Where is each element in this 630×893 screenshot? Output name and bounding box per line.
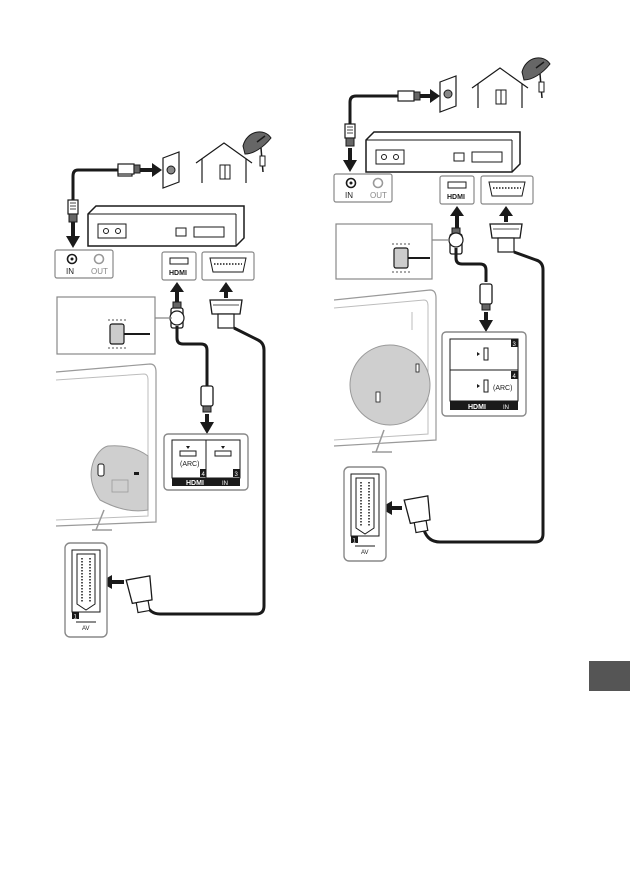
satellite-dish-icon-left	[242, 131, 272, 173]
antenna-cable-right	[348, 94, 426, 124]
arrow-icon	[450, 206, 464, 216]
scart-av-right: AV	[361, 550, 369, 556]
arrow-icon	[343, 160, 357, 172]
hdmi-cable-left	[175, 326, 209, 386]
hdmi-cable-right	[454, 248, 488, 282]
satellite-dish-icon-right	[521, 57, 551, 99]
arc-label-left: (ARC)	[180, 461, 199, 468]
tv-hdmi-label-right: HDMI	[468, 404, 486, 411]
antenna-in-label-right: IN	[345, 191, 353, 200]
antenna-out-label-right: OUT	[370, 191, 387, 200]
tv-hdmi-label-left: HDMI	[186, 480, 204, 487]
box-hdmi-label: HDMI	[169, 270, 187, 277]
arrow-icon	[170, 282, 184, 292]
antenna-in-label: IN	[66, 267, 74, 276]
tv-outline-left	[55, 363, 157, 527]
scart-cable-left	[144, 326, 266, 616]
arrow-icon	[479, 320, 493, 332]
arrow-icon	[499, 206, 513, 216]
scart-cable-right	[422, 250, 545, 544]
antenna-cable-left	[71, 168, 150, 200]
arc-label-right: (ARC)	[493, 385, 512, 392]
port-4-label-right: 4	[513, 374, 517, 380]
right-diagram: IN OUT HDMI	[333, 57, 551, 562]
arrow-icon	[66, 236, 80, 248]
box-hdmi-label-right: HDMI	[447, 194, 465, 201]
tv-hdmi-in-label-left: IN	[222, 481, 228, 487]
port-3-label-left: 3	[235, 472, 239, 478]
arrow-icon	[152, 163, 162, 177]
tv-zoom-circle-right	[349, 344, 431, 426]
arrow-icon	[430, 89, 440, 103]
section-tab	[589, 661, 630, 691]
port-3-label-right: 3	[513, 342, 517, 348]
scart-av-left: AV	[82, 626, 90, 632]
tv-outline-right	[333, 289, 437, 447]
scart-number-right: 1	[353, 539, 357, 545]
wall-socket-icon-right	[439, 75, 457, 113]
arrow-icon	[219, 282, 233, 292]
wall-socket-icon-left	[162, 151, 180, 189]
left-diagram: IN OUT HDMI	[54, 131, 272, 638]
house-icon-right	[471, 67, 529, 109]
port-4-label-left: 4	[202, 472, 206, 478]
plug-zoom-box-right	[335, 223, 433, 280]
arrow-icon	[200, 422, 214, 434]
tv-hdmi-in-label-right: IN	[503, 405, 509, 411]
scart-number-left: 1	[74, 615, 78, 621]
tv-zoom-circle-left	[90, 445, 149, 512]
antenna-out-label: OUT	[91, 267, 108, 276]
plug-zoom-box-left	[56, 296, 156, 355]
